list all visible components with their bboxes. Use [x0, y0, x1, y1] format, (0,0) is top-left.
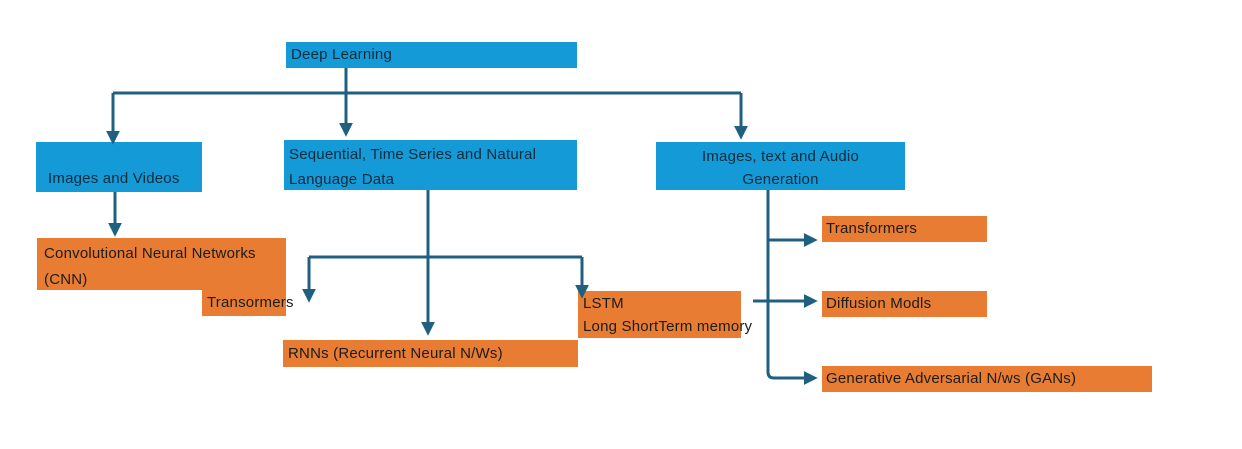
- node-diffusion-models: Diffusion Modls: [822, 291, 987, 317]
- node-sequential-time-series: Sequential, Time Series and Natural Lang…: [284, 140, 577, 190]
- node-gans: Generative Adversarial N/ws (GANs): [822, 366, 1152, 392]
- node-label-line2: Generation: [742, 171, 819, 188]
- node-lstm: LSTM Long ShortTerm memory: [578, 291, 753, 338]
- node-label-line2: (CNN): [44, 271, 88, 288]
- node-transformers-right: Transformers: [822, 216, 987, 242]
- node-label: RNNs (Recurrent Neural N/Ws): [288, 345, 503, 362]
- node-label-line1: LSTM: [583, 295, 624, 312]
- node-label: Images and Videos: [48, 170, 180, 187]
- node-label-line2: Long ShortTerm memory: [583, 318, 753, 335]
- node-images-and-videos: Images and Videos: [36, 142, 202, 192]
- node-label-line2: Language Data: [289, 171, 395, 188]
- node-label: Diffusion Modls: [826, 295, 932, 312]
- node-label: Transormers: [207, 294, 294, 311]
- node-label: Deep Learning: [291, 46, 393, 63]
- node-label: Generative Adversarial N/ws (GANs): [826, 370, 1077, 387]
- node-transormers-mid: Transormers: [202, 290, 293, 316]
- connector-right-vertical-to-gans: [766, 190, 818, 385]
- node-rnns: RNNs (Recurrent Neural N/Ws): [283, 340, 578, 367]
- node-label-line1: Sequential, Time Series and Natural: [289, 146, 537, 163]
- node-images-text-audio-generation: Images, text and Audio Generation: [656, 142, 905, 190]
- node-label-line1: Convolutional Neural Networks: [44, 245, 256, 262]
- node-label-line1: Images, text and Audio: [701, 148, 859, 165]
- node-label: Transformers: [826, 220, 918, 237]
- node-cnn: Convolutional Neural Networks (CNN): [37, 238, 286, 290]
- node-deep-learning: Deep Learning: [286, 42, 577, 68]
